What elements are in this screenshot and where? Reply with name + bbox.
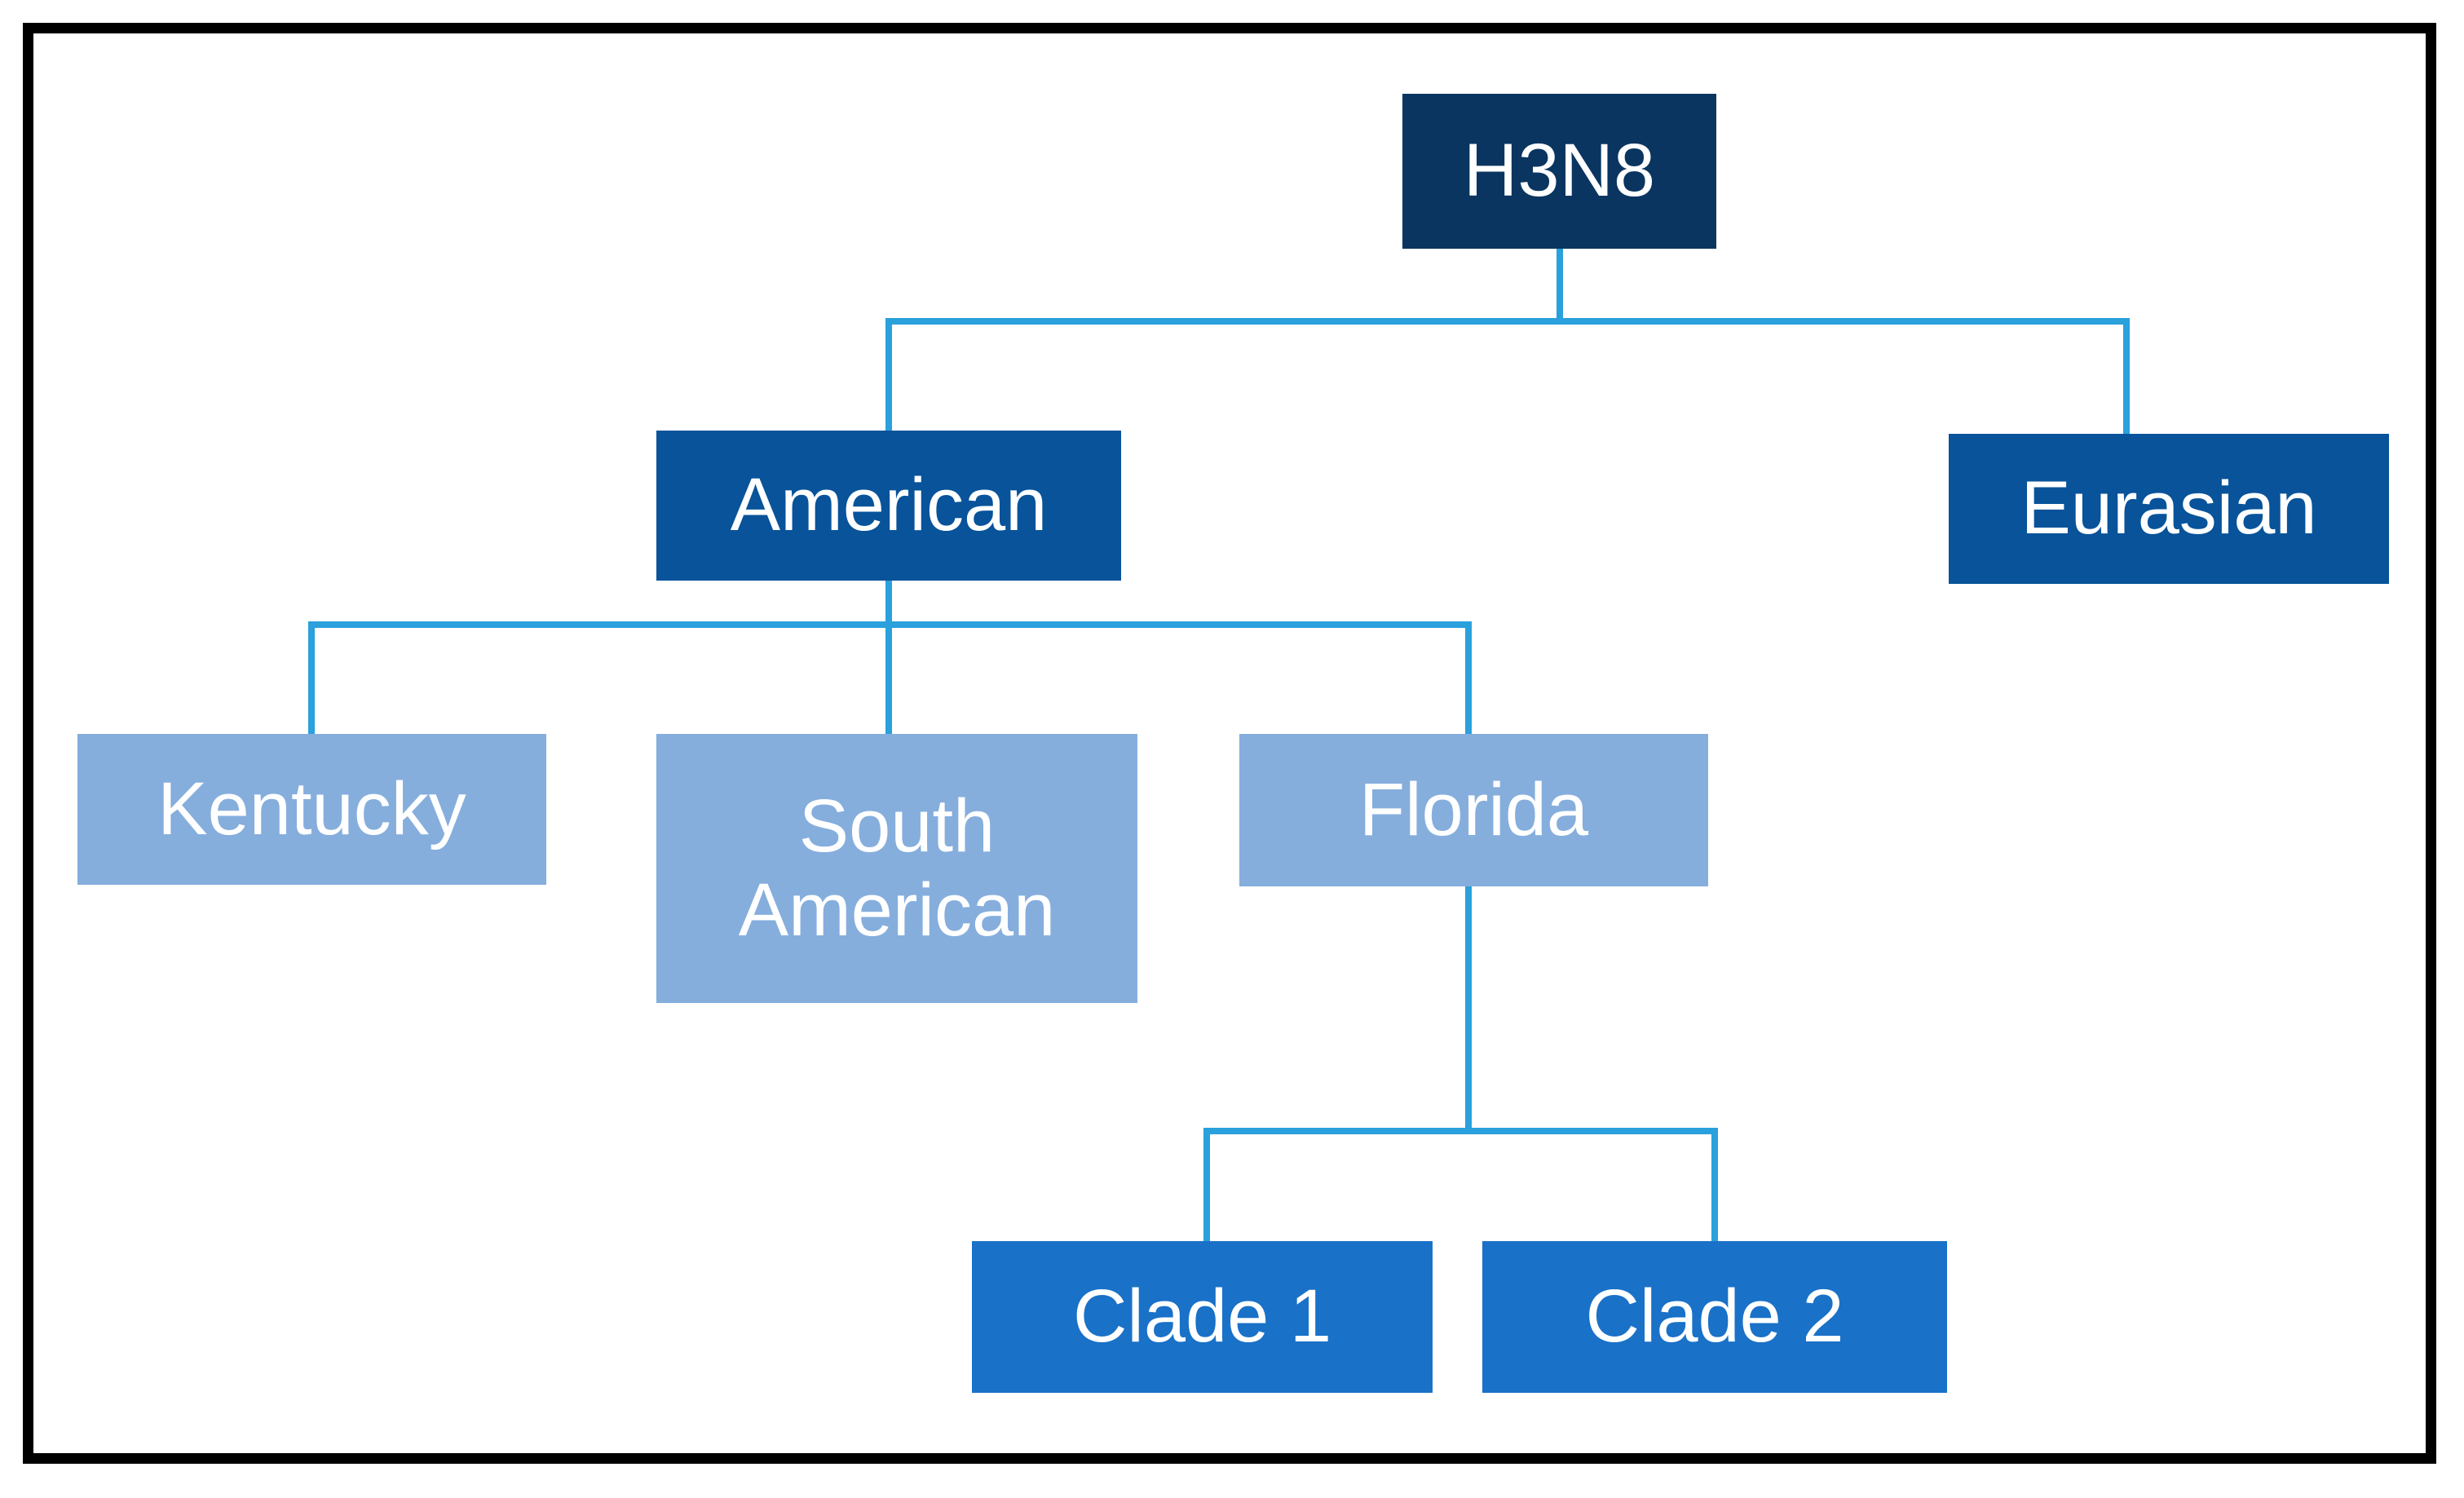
connector-drop-eurasian <box>2123 318 2130 435</box>
node-clade-2[interactable]: Clade 2 <box>1482 1241 1947 1393</box>
connector-drop-clade-2 <box>1711 1128 1718 1244</box>
node-eurasian[interactable]: Eurasian <box>1949 434 2389 584</box>
connector-tier1-bus <box>887 318 2130 325</box>
node-florida[interactable]: Florida <box>1239 734 1708 886</box>
connector-american-stem <box>885 581 892 627</box>
connector-drop-south-american <box>885 621 892 736</box>
connector-florida-stem <box>1465 886 1472 1133</box>
node-american[interactable]: American <box>656 431 1121 581</box>
connector-drop-kentucky <box>308 621 315 736</box>
node-south-american[interactable]: South American <box>656 734 1137 1003</box>
connector-tier3-bus <box>1203 1128 1718 1134</box>
connector-drop-american <box>885 318 892 432</box>
node-clade-1[interactable]: Clade 1 <box>972 1241 1433 1393</box>
connector-h3n8-stem <box>1557 249 1563 325</box>
connector-drop-florida <box>1465 621 1472 736</box>
node-h3n8[interactable]: H3N8 <box>1402 94 1716 249</box>
connector-drop-clade-1 <box>1203 1128 1210 1244</box>
node-kentucky[interactable]: Kentucky <box>77 734 546 885</box>
